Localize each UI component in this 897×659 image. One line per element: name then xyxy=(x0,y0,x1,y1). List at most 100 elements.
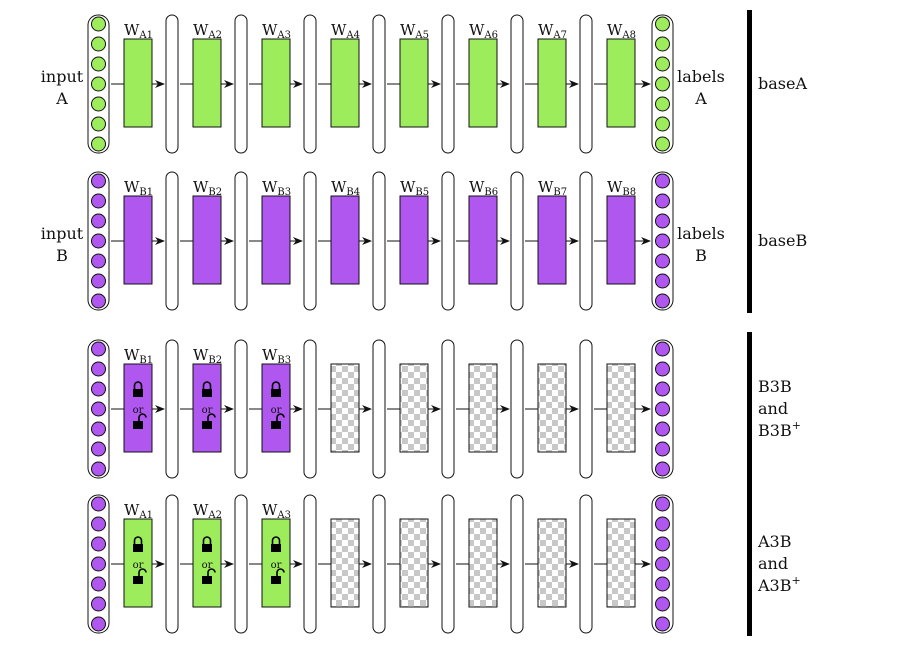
weight-label: WB8 xyxy=(607,178,636,198)
hidden-layer xyxy=(234,339,248,479)
output-neuron xyxy=(655,556,670,572)
weight-label: WB2 xyxy=(193,346,222,366)
output-neuron xyxy=(655,233,670,249)
unlock-body xyxy=(133,421,143,429)
unlock-icon xyxy=(202,413,216,429)
output-neuron xyxy=(655,341,670,357)
output-neuron xyxy=(655,213,670,229)
output-label: A xyxy=(694,89,707,108)
output-neuron xyxy=(655,293,670,309)
input-neuron xyxy=(91,341,106,357)
input-neuron xyxy=(91,56,106,72)
hidden-layer xyxy=(165,494,179,634)
lock-shackle xyxy=(202,381,212,389)
input-neuron xyxy=(91,136,106,152)
input-neuron xyxy=(91,556,106,572)
side-label-sup: + xyxy=(792,419,801,432)
side-label-line: baseB xyxy=(758,231,807,250)
input-neuron xyxy=(91,576,106,592)
or-text: or xyxy=(133,560,144,571)
unlock-icon xyxy=(202,568,216,584)
input-neuron xyxy=(91,421,106,437)
hidden-layer xyxy=(165,339,179,479)
side-label-line: B3B xyxy=(758,377,792,396)
input-neuron xyxy=(91,36,106,52)
weight-layer xyxy=(192,518,222,608)
random-init-layer xyxy=(606,518,636,608)
unlock-shackle xyxy=(138,568,147,576)
weight-layer xyxy=(192,38,222,128)
input-neuron xyxy=(91,401,106,417)
input-neuron xyxy=(91,293,106,309)
weight-layer xyxy=(537,195,567,285)
input-neuron xyxy=(91,496,106,512)
input-neuron xyxy=(91,361,106,377)
random-init-layer xyxy=(399,363,429,453)
input-neuron xyxy=(91,96,106,112)
lock-icon xyxy=(133,381,143,397)
side-label-sup: + xyxy=(792,574,801,587)
weight-label: WA6 xyxy=(469,21,498,41)
random-init-layer xyxy=(468,363,498,453)
weight-label: WB3 xyxy=(262,346,291,366)
weight-subscript: B8 xyxy=(622,187,636,198)
or-text: or xyxy=(202,560,213,571)
unlock-body xyxy=(271,421,281,429)
weight-subscript: B2 xyxy=(208,187,222,198)
input-neuron xyxy=(91,233,106,249)
weight-label: WA5 xyxy=(400,21,429,41)
output-neuron xyxy=(655,136,670,152)
side-label-0: baseA xyxy=(758,74,807,93)
lock-icon xyxy=(133,536,143,552)
hidden-layer xyxy=(303,494,317,634)
weight-layer xyxy=(261,363,291,453)
weight-subscript: B4 xyxy=(346,187,360,198)
weight-subscript: B6 xyxy=(484,187,498,198)
input-label: input xyxy=(41,224,84,243)
weight-subscript: B1 xyxy=(139,355,153,366)
hidden-layer xyxy=(372,339,386,479)
side-label-line: baseA xyxy=(758,74,807,93)
input-neuron xyxy=(91,461,106,477)
weight-subscript: A7 xyxy=(552,30,567,41)
weight-subscript: A3 xyxy=(276,30,291,41)
weight-subscript: B5 xyxy=(415,187,429,198)
weight-label: WA1 xyxy=(124,501,153,521)
weight-label: WB1 xyxy=(124,178,153,198)
weight-label: WB5 xyxy=(400,178,429,198)
weight-subscript: A8 xyxy=(621,30,636,41)
unlock-body xyxy=(202,421,212,429)
hidden-layer xyxy=(234,14,248,154)
hidden-layer xyxy=(441,14,455,154)
unlock-body xyxy=(133,576,143,584)
hidden-layer xyxy=(372,494,386,634)
weight-subscript: A5 xyxy=(414,30,429,41)
weight-subscript: B3 xyxy=(277,355,291,366)
output-neuron xyxy=(655,36,670,52)
unlock-shackle xyxy=(207,413,216,421)
output-neuron xyxy=(655,596,670,612)
group-bar-base xyxy=(747,10,752,313)
input-neuron xyxy=(91,193,106,209)
weight-layer xyxy=(261,38,291,128)
random-init-layer xyxy=(330,363,360,453)
output-neuron xyxy=(655,401,670,417)
input-neuron xyxy=(91,381,106,397)
weight-layer xyxy=(330,195,360,285)
hidden-layer xyxy=(165,171,179,311)
unlock-icon xyxy=(133,413,147,429)
weight-label: WB6 xyxy=(469,178,498,198)
weight-label: WB7 xyxy=(538,178,567,198)
side-label-line: and xyxy=(758,554,788,573)
hidden-layer xyxy=(165,14,179,154)
output-neuron xyxy=(655,16,670,32)
output-neuron xyxy=(655,253,670,269)
input-neuron xyxy=(91,616,106,632)
output-label: labels xyxy=(677,224,725,243)
output-label: labels xyxy=(677,67,725,86)
or-text: or xyxy=(271,560,282,571)
weight-label: WA4 xyxy=(331,21,360,41)
unlock-icon xyxy=(133,568,147,584)
